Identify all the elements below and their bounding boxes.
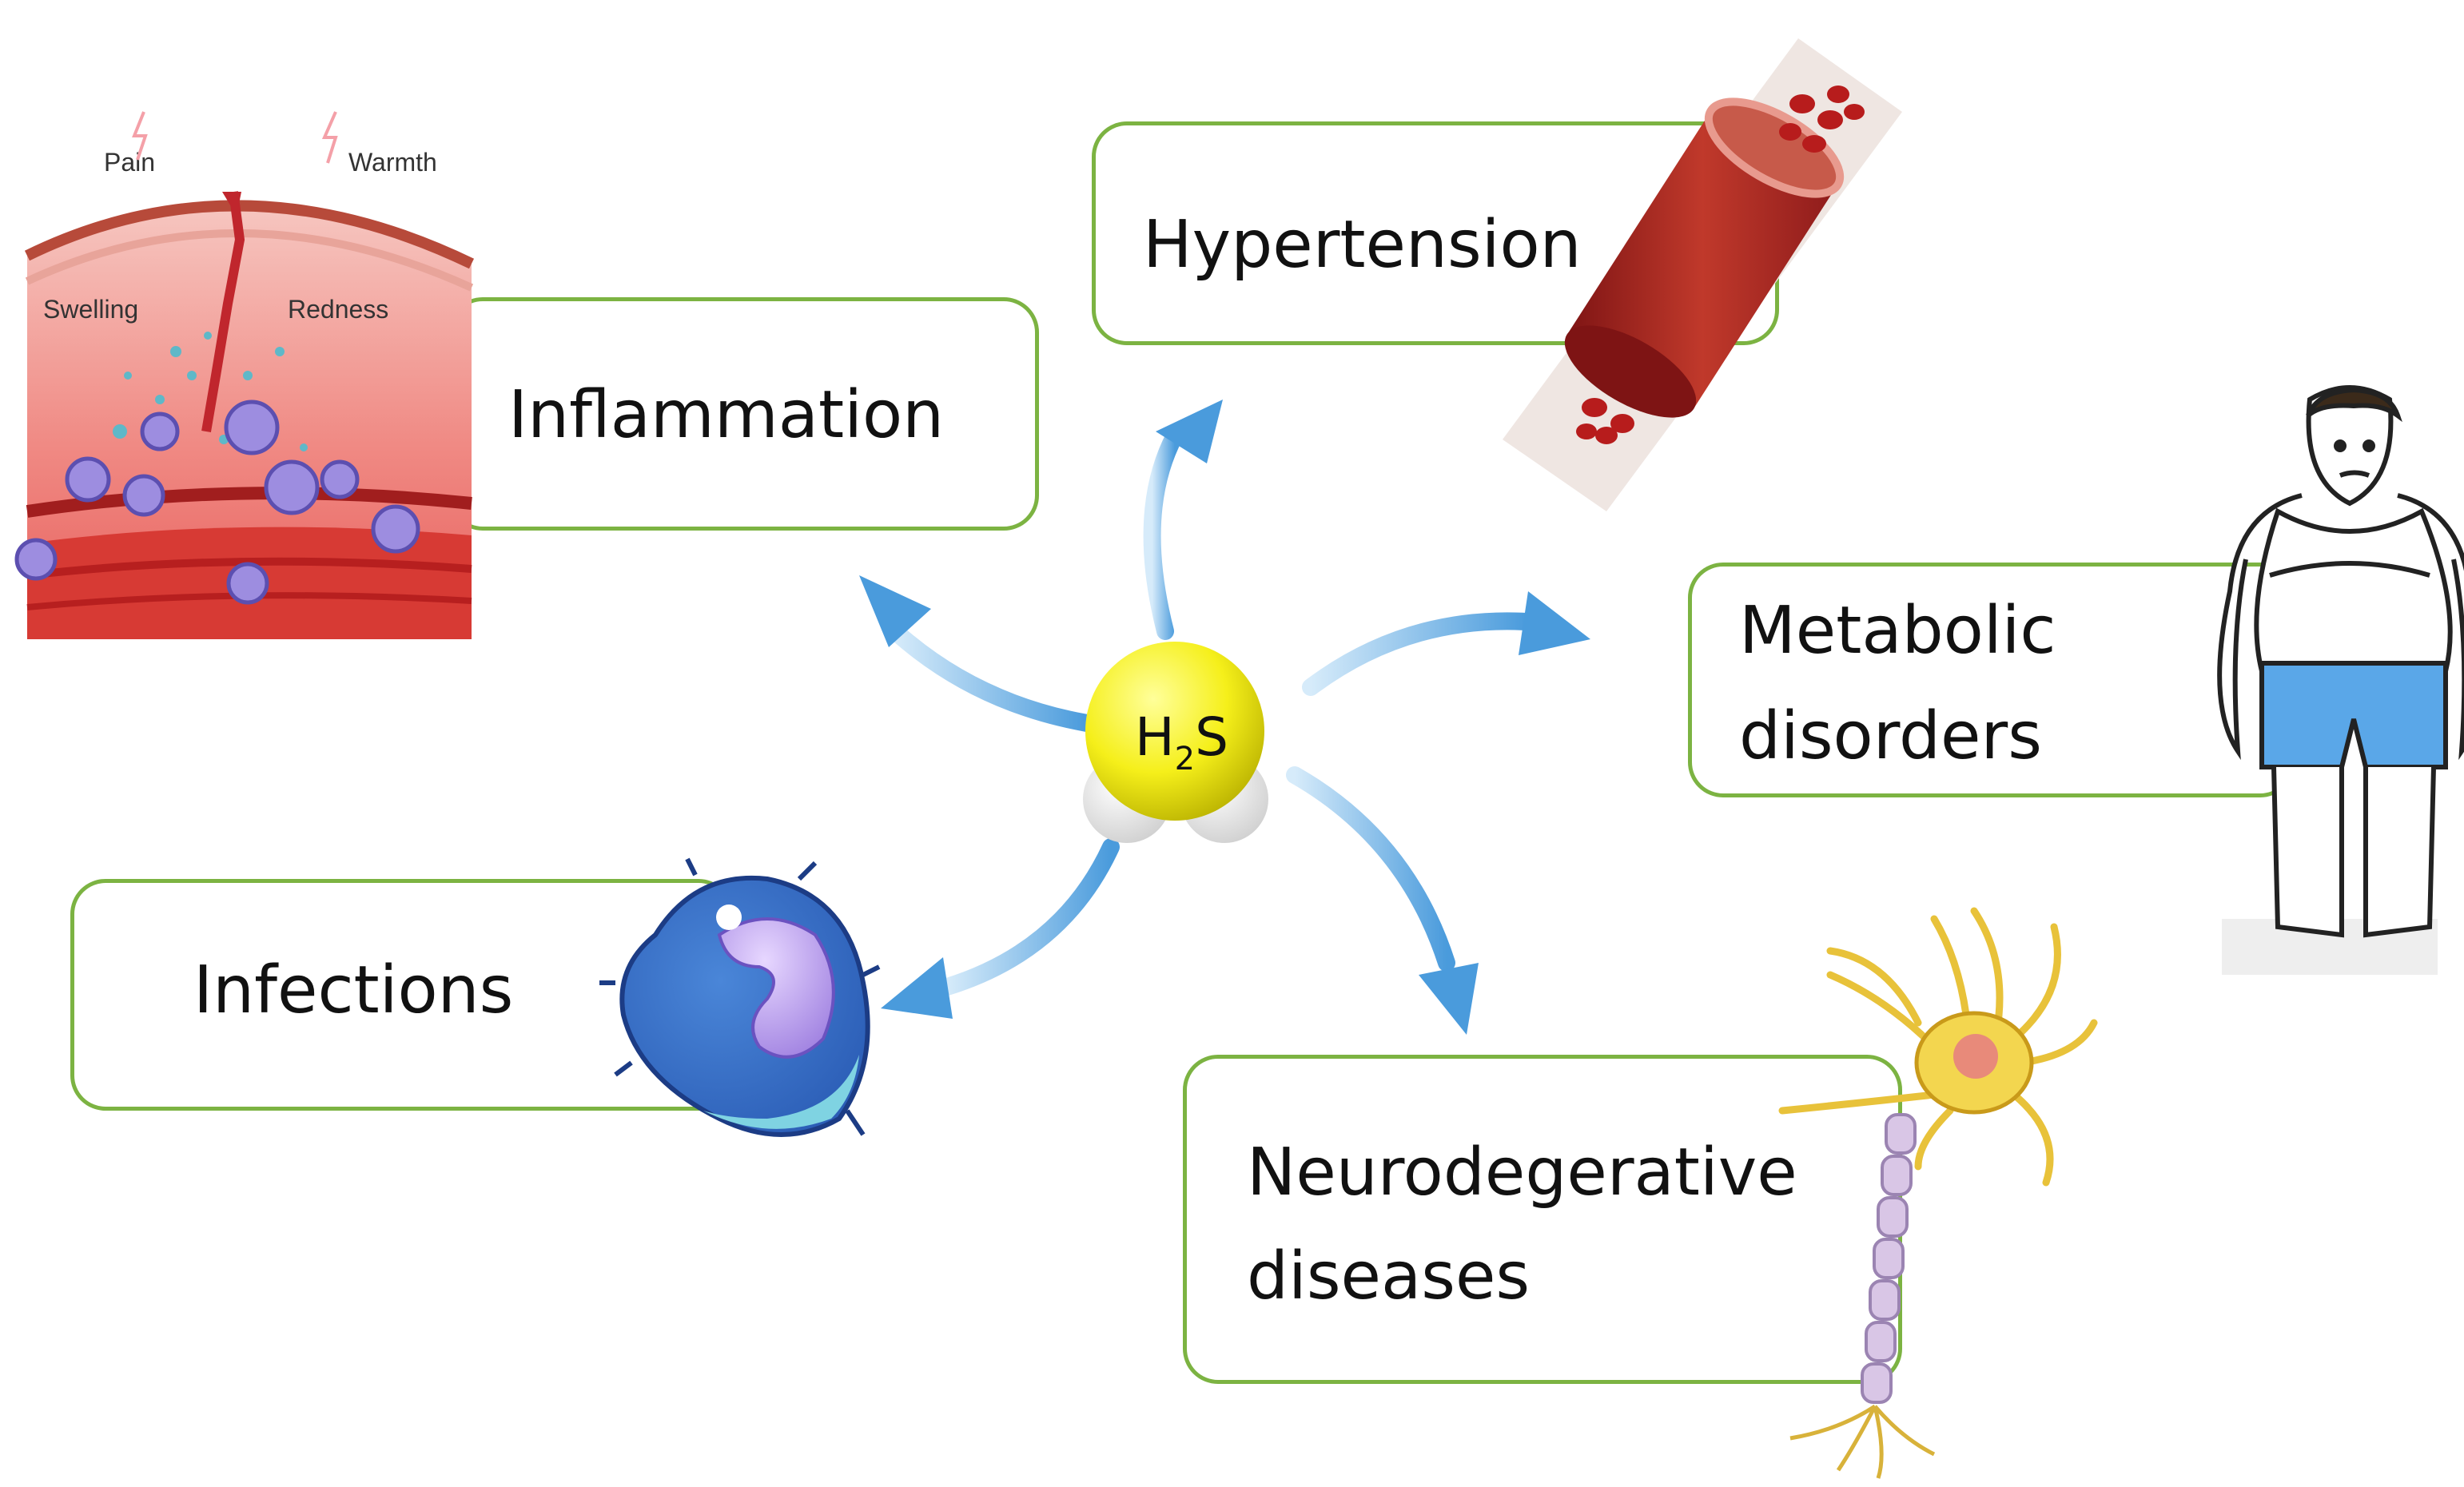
h2s-formula: H2S xyxy=(1135,706,1228,777)
inflammation-label: Inflammation xyxy=(508,377,945,453)
metabolic-box xyxy=(1688,563,2295,797)
pain-label: Pain xyxy=(104,148,155,177)
arrow-to-hypertension xyxy=(1143,400,1223,640)
redness-label: Redness xyxy=(288,295,388,324)
neuron-icon xyxy=(1778,907,2098,1479)
sulfur-atom xyxy=(1085,642,1264,821)
arrow-to-inflammation xyxy=(859,575,1096,732)
neuro-label-line2: diseases xyxy=(1247,1239,1531,1314)
blood-vessel-icon xyxy=(1503,38,1902,511)
arrow-to-neuro xyxy=(1286,766,1479,1035)
formula-s: S xyxy=(1195,706,1228,768)
warmth-label: Warmth xyxy=(348,148,437,177)
obese-man-icon xyxy=(2217,385,2464,975)
metabolic-label-line2: disorders xyxy=(1739,698,2042,774)
metabolic-label-line1: Metabolic xyxy=(1739,593,2056,669)
swelling-label: Swelling xyxy=(43,295,138,324)
arrow-to-metabolic xyxy=(1302,591,1590,696)
inflammation-box xyxy=(448,297,1039,531)
infections-label: Infections xyxy=(193,952,514,1028)
formula-subscript: 2 xyxy=(1175,741,1195,777)
hypertension-label: Hypertension xyxy=(1143,207,1582,283)
formula-h: H xyxy=(1135,706,1175,768)
arrow-to-infections xyxy=(881,838,1120,1019)
inflamed-tissue-icon: Pain Warmth Swelling Redness xyxy=(14,111,475,639)
neuro-label-line1: Neurodegerative xyxy=(1247,1135,1797,1211)
immune-cell-icon xyxy=(599,857,881,1137)
h2s-molecule: H2S xyxy=(1083,642,1268,843)
